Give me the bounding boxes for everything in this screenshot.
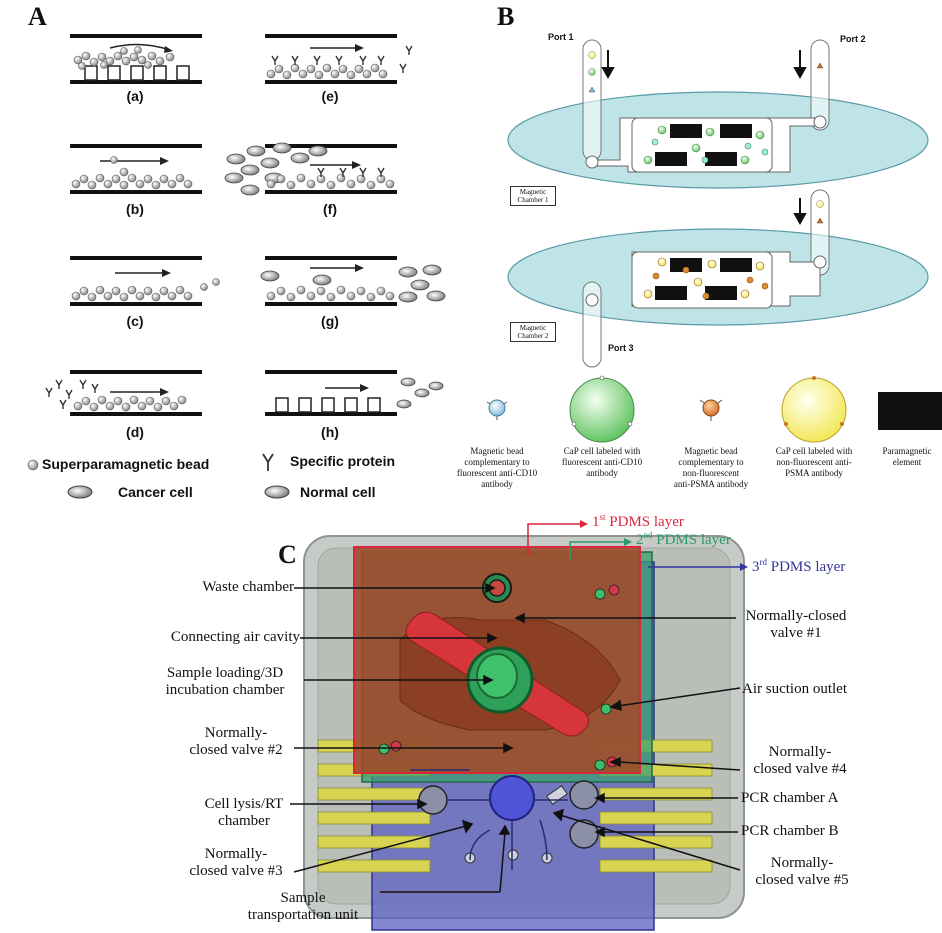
panel-a-letter: A: [28, 2, 47, 31]
channel-g: [260, 256, 446, 306]
panel-b-letter: B: [497, 2, 515, 31]
channel-h: [265, 370, 444, 416]
legend-cancer-label: Cancer cell: [118, 484, 193, 500]
label-air-suction-outlet: Air suction outlet: [742, 681, 847, 697]
legend-bead-label: Superparamagnetic bead: [42, 456, 210, 472]
pdms-layer-3-label: 3rd PDMS layer: [752, 557, 846, 575]
panel-c-letter: C: [278, 540, 297, 569]
channel-c: [70, 256, 220, 306]
sample-transportation-chamber: [489, 775, 535, 821]
subfig-h: (h): [321, 424, 339, 440]
label-normally-closed-valve-2: Normally-closed valve #2: [189, 725, 283, 758]
channel-b: [70, 144, 202, 194]
subfig-b: (b): [126, 201, 144, 217]
protein-icon: [262, 453, 274, 471]
port-1-label: Port 1: [548, 32, 574, 42]
label-pcr-chamber-a: PCR chamber A: [741, 790, 839, 806]
subfig-c: (c): [126, 313, 144, 329]
label-waste-chamber: Waste chamber: [202, 579, 294, 595]
pdms-layer-1-label: 1st PDMS layer: [592, 512, 684, 530]
channel-d: [45, 370, 202, 416]
legend-normal-label: Normal cell: [300, 484, 376, 500]
legend-magnetic-bead-psma-icon: [699, 399, 723, 421]
port-2-label: Port 2: [840, 34, 866, 44]
subfig-g: (g): [321, 313, 339, 329]
subfig-d: (d): [126, 424, 144, 440]
legend-protein-label: Specific protein: [290, 453, 396, 469]
legend-cap-cell-cd10-icon: [569, 375, 635, 443]
cancer-cell-icon: [67, 485, 93, 499]
pdms-layer-2-label: 2nd PDMS layer: [636, 530, 731, 548]
port-3-label: Port 3: [608, 343, 634, 353]
label-normally-closed-valve-3: Normally-closed valve #3: [189, 846, 283, 879]
label-connecting-air-cavity: Connecting air cavity: [170, 629, 300, 645]
bead-icon: [27, 459, 39, 471]
normal-cell-icon: [264, 485, 290, 499]
left-leader-lines: [290, 582, 514, 893]
label-normally-closed-valve-5: Normally-closed valve #5: [755, 855, 849, 888]
channel-a: [70, 34, 202, 84]
channel-f: [224, 142, 397, 196]
legend-paramagnetic-element-icon: [878, 392, 942, 430]
channel-e: [265, 34, 413, 84]
subfig-a: (a): [126, 88, 144, 104]
subfig-e: (e): [321, 88, 339, 104]
label-pcr-chamber-b: PCR chamber B: [741, 823, 839, 839]
subfig-f: (f): [323, 201, 337, 217]
right-leader-lines: [514, 612, 741, 871]
legend-cap-cell-psma-icon: [781, 376, 847, 443]
label-normally-closed-valve-4: Normally-closed valve #4: [753, 744, 847, 777]
legend-magnetic-bead-cd10-icon: [486, 399, 508, 420]
